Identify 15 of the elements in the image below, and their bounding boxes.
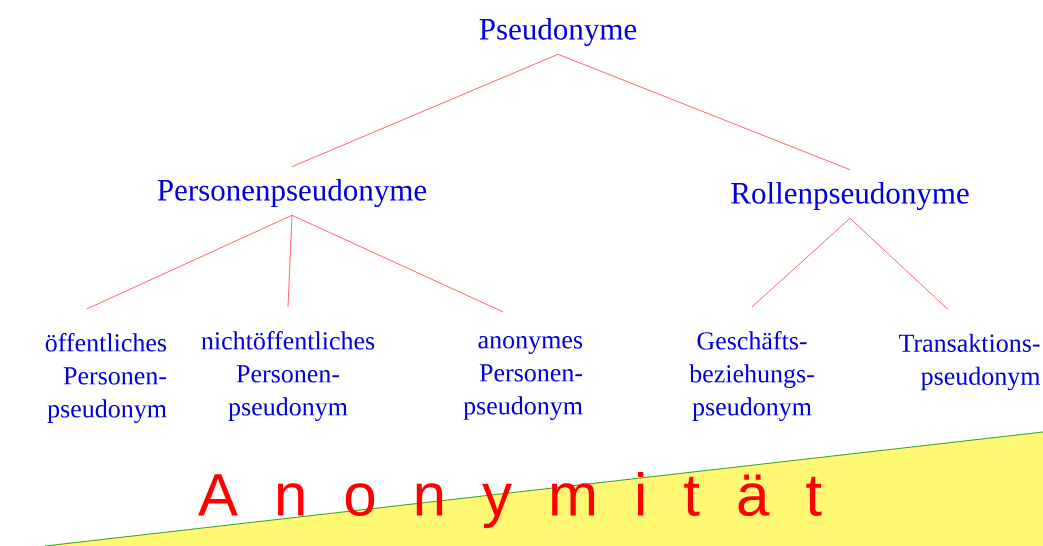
connector-line	[291, 215, 504, 313]
leaf-text: nichtöffentliches Personen- pseudonym	[201, 331, 375, 421]
leaf-text: Transaktions- pseudonym	[898, 333, 1041, 391]
connector-line	[287, 215, 293, 308]
leaf-text: öffentliches Personen- pseudonym	[45, 333, 167, 423]
connector-line	[849, 218, 949, 310]
leaf-text: Geschäfts- beziehungs- pseudonym	[689, 331, 814, 421]
title-text: Pseudonyme	[479, 17, 637, 47]
category-text: Rollenpseudonyme	[731, 181, 969, 211]
connector-line	[751, 218, 851, 308]
category-text: Personenpseudonyme	[157, 178, 427, 208]
connector-line	[291, 54, 559, 167]
connector-line	[86, 215, 293, 310]
leaf-text: anonymes Personen- pseudonym	[463, 336, 583, 420]
connector-line	[557, 54, 851, 170]
